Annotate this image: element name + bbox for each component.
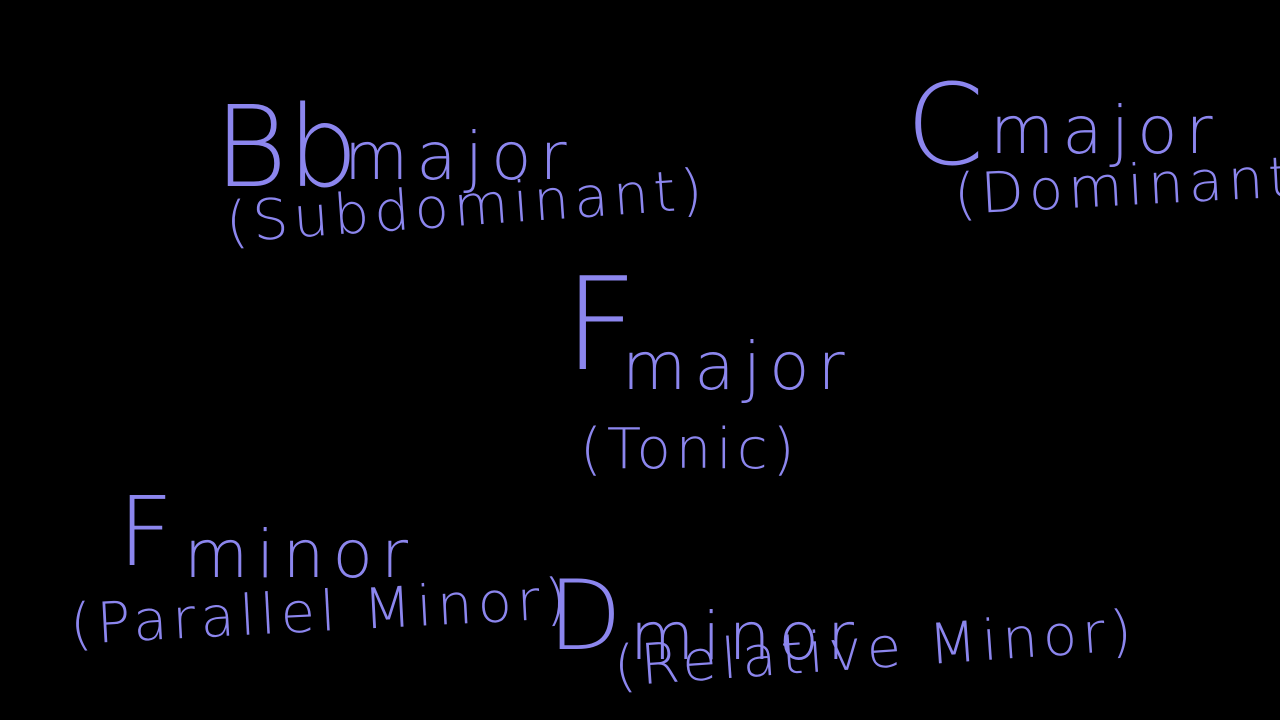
dominant-key-letter: C [906, 61, 985, 191]
dominant-role: (Dominant) [952, 143, 1280, 228]
parallel-minor-mode: minor [184, 516, 416, 593]
subdominant-key-letter: Bb [214, 83, 359, 213]
subdominant-mode: major [344, 118, 575, 195]
parallel-minor-key-letter: F [118, 476, 176, 588]
relative-minor-key-letter: D [548, 560, 624, 672]
tonic-role: (Tonic) [580, 417, 800, 482]
tonic-mode: major [622, 328, 853, 405]
tonic-key-letter: F [564, 251, 638, 400]
dominant-mode: major [990, 92, 1221, 169]
relative-minor-mode: minor [630, 598, 862, 675]
